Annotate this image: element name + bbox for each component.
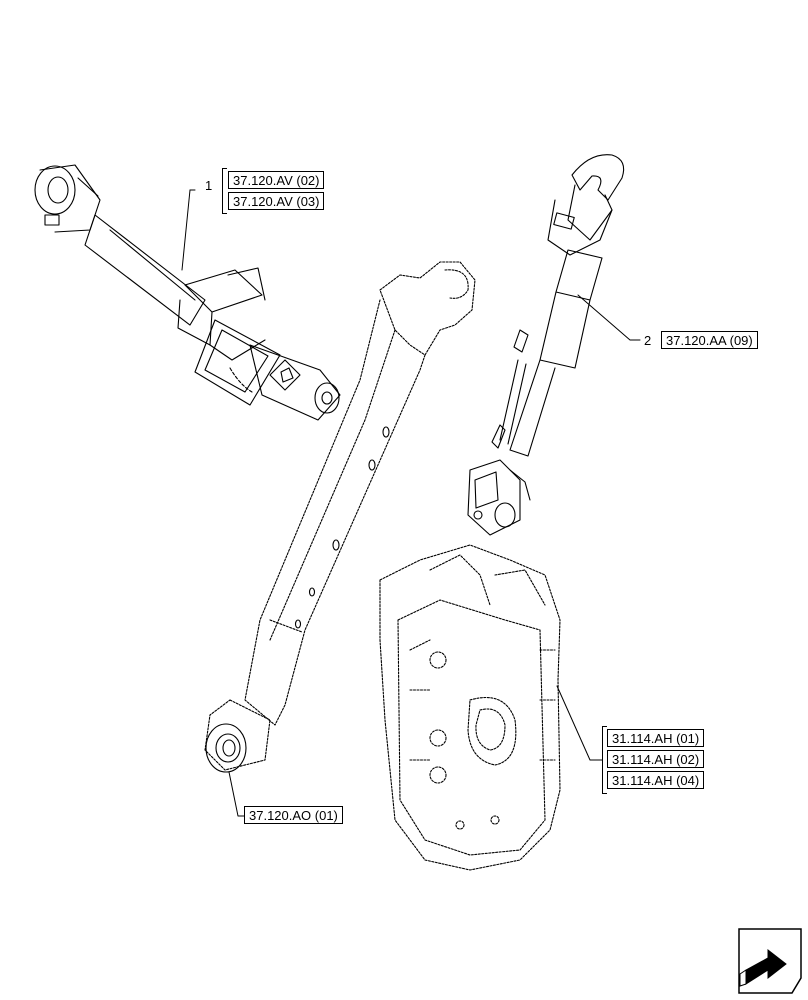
top-link-rod-2 <box>467 154 625 536</box>
top-link-rod-1 <box>34 164 341 421</box>
leader-lines <box>181 189 641 817</box>
callout-2: 2 <box>644 333 652 348</box>
ref-37-120-av-02[interactable]: 37.120.AV (02) <box>228 171 325 189</box>
ref-31-114-ah-01[interactable]: 31.114.AH (01) <box>607 729 705 747</box>
callout-1: 1 <box>205 178 213 193</box>
rear-housing <box>379 544 561 871</box>
ref-37-120-aa-09[interactable]: 37.120.AA (09) <box>661 331 758 349</box>
ref-31-114-ah-04[interactable]: 31.114.AH (04) <box>607 771 705 789</box>
lower-link <box>204 261 476 771</box>
ref-37-120-av-03[interactable]: 37.120.AV (03) <box>228 192 325 210</box>
lower-link-ball <box>205 723 247 773</box>
ref-bracket-housing <box>602 726 607 794</box>
ref-37-120-ao-01[interactable]: 37.120.AO (01) <box>244 806 343 824</box>
next-arrow-icon[interactable] <box>738 928 802 994</box>
ref-bracket-top-rod <box>222 168 227 214</box>
ref-31-114-ah-02[interactable]: 31.114.AH (02) <box>607 750 705 768</box>
